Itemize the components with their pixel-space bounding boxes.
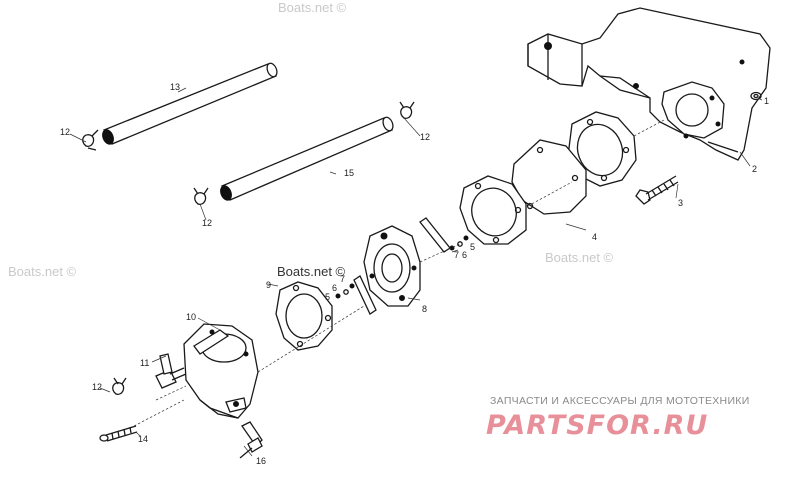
mounting-bracket (527, 7, 771, 161)
gasket-set (459, 111, 637, 245)
hose-clamp-d (112, 377, 127, 395)
callout-12-c: 12 (202, 218, 212, 228)
callout-16: 16 (256, 456, 266, 466)
long-screw (99, 425, 138, 442)
callout-10: 10 (186, 312, 196, 322)
elbow-fitting (155, 353, 187, 389)
hose-clamp-c (193, 187, 209, 205)
callout-12-b: 12 (420, 132, 430, 142)
callout-5-lower: 5 (325, 292, 330, 302)
screw-set-lower (335, 275, 377, 315)
pump-housing-plate (363, 225, 421, 307)
callout-7-lower: 7 (340, 274, 345, 284)
brand-subtitle: ЗАПЧАСТИ И АКСЕССУАРЫ ДЛЯ МОТОТЕХНИКИ (490, 395, 750, 407)
hose-clamp-b (399, 101, 415, 119)
callout-9: 9 (266, 280, 271, 290)
brand-logo: PARTSFOR.RU (486, 410, 708, 441)
callout-6-lower: 6 (332, 283, 337, 293)
callout-12-d: 12 (92, 382, 102, 392)
callout-15: 15 (344, 168, 354, 178)
callout-1: 1 (764, 96, 769, 106)
fuel-hose-upper (102, 62, 278, 145)
callout-5-upper: 5 (470, 242, 475, 252)
callout-12-a: 12 (60, 127, 70, 137)
callout-11: 11 (140, 358, 149, 368)
callout-4: 4 (592, 232, 597, 242)
callout-3: 3 (678, 198, 683, 208)
callout-8: 8 (422, 304, 427, 314)
callout-13: 13 (170, 82, 180, 92)
watermark-right: Boats.net © (545, 250, 614, 265)
fuel-hose-lower (220, 116, 394, 201)
callout-14: 14 (138, 434, 148, 444)
callout-7-upper: 7 (454, 250, 459, 260)
lower-elbow-fitting (239, 421, 263, 459)
callout-6-upper: 6 (462, 250, 467, 260)
screw-set-upper (419, 217, 469, 253)
fuel-pump-body (183, 323, 259, 419)
watermark-center: Boats.net © (277, 264, 346, 279)
hose-clamp-a (82, 129, 99, 151)
bolt (635, 175, 679, 205)
washer (750, 91, 762, 101)
callout-2: 2 (752, 164, 757, 174)
watermark-top: Boats.net © (278, 0, 347, 15)
watermark-left: Boats.net © (8, 264, 77, 279)
diaphragm-gasket (275, 281, 333, 351)
